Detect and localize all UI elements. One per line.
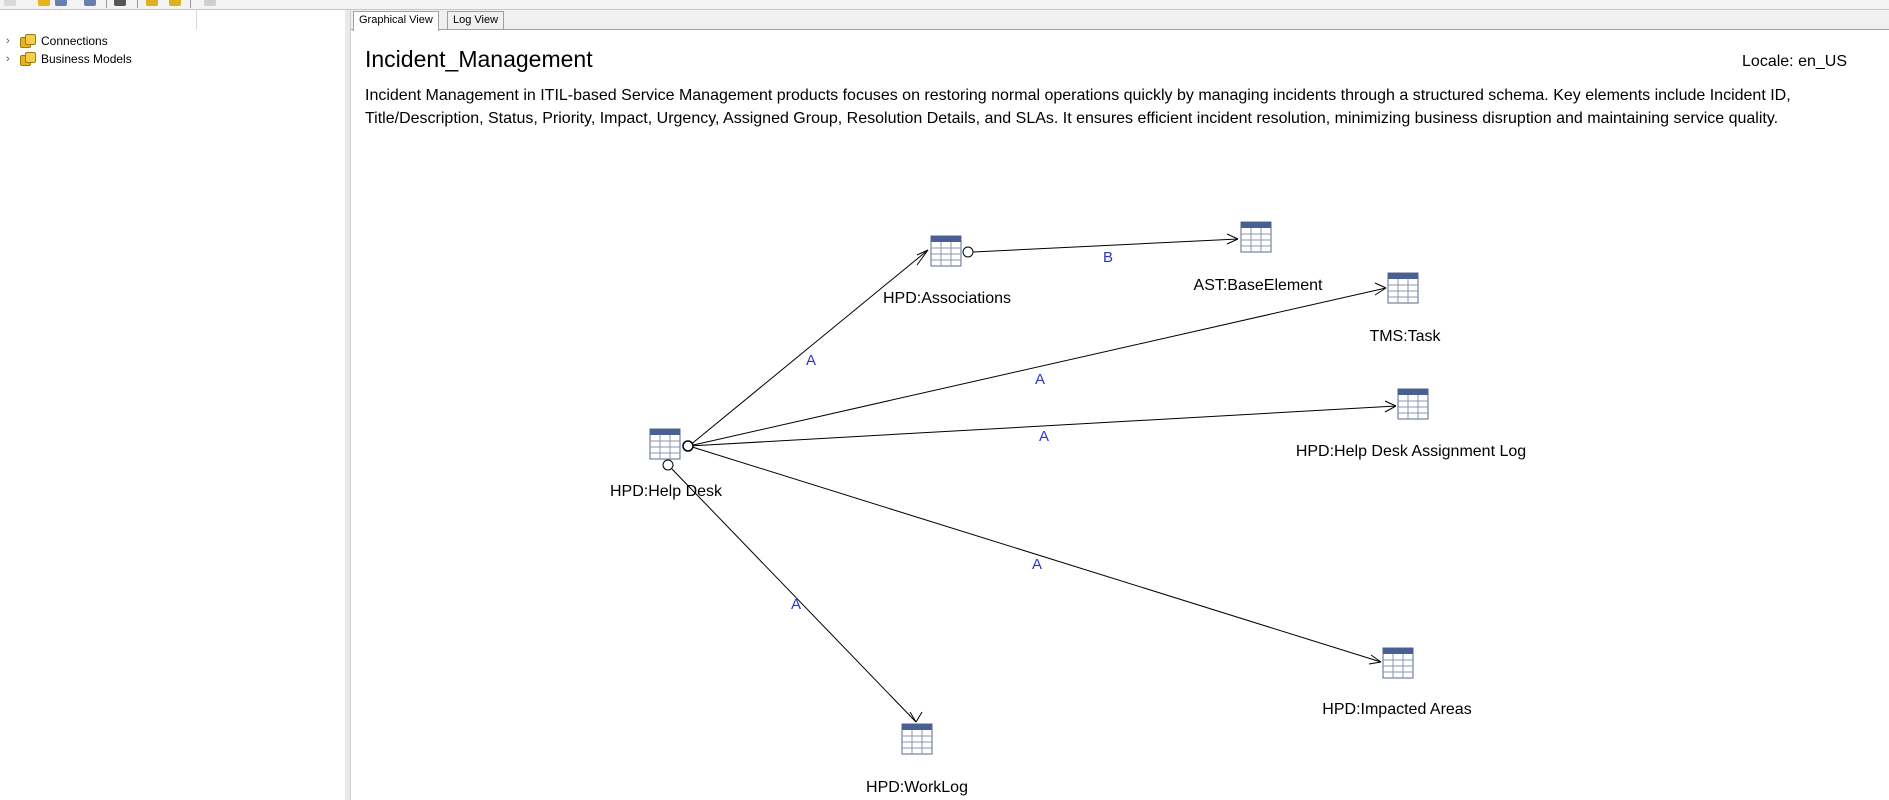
table-node-help-desk[interactable]: HPD:Help Desk <box>610 428 723 500</box>
node-label: HPD:Impacted Areas <box>1322 701 1471 718</box>
table-node-associations[interactable]: HPD:Associations <box>883 235 1011 307</box>
node-label: HPD:Help Desk Assignment Log <box>1296 443 1526 460</box>
model-description: Incident Management in ITIL-based Servic… <box>365 87 1791 127</box>
chevron-right-icon[interactable]: › <box>6 34 10 47</box>
node-label: AST:BaseElement <box>1194 277 1324 294</box>
tab-bar: Graphical View Log View <box>351 10 1889 31</box>
new-icon[interactable] <box>4 0 16 6</box>
undo-icon[interactable] <box>146 0 158 6</box>
table-node-assignment-log[interactable]: HPD:Help Desk Assignment Log <box>1296 388 1526 460</box>
edge-label: B <box>1103 249 1113 266</box>
table-node-impacted-areas[interactable]: HPD:Impacted Areas <box>1322 647 1472 718</box>
tree-item-label: Business Models <box>41 51 132 66</box>
toolbar <box>0 0 1889 10</box>
table-icon <box>901 723 933 755</box>
table-node-base-element[interactable]: AST:BaseElement <box>1194 221 1324 294</box>
table-icon <box>930 235 962 267</box>
print-icon[interactable] <box>114 0 126 6</box>
redo-icon[interactable] <box>169 0 181 6</box>
node-label: HPD:Associations <box>883 290 1011 307</box>
business-models-icon <box>20 51 36 66</box>
splitter[interactable] <box>345 10 351 800</box>
table-node-task[interactable]: TMS:Task <box>1369 272 1442 345</box>
model-view-panel: Graphical View Log View Incident_Managem… <box>351 10 1889 800</box>
model-title: Incident_Management <box>365 46 593 72</box>
edge-label: A <box>806 352 816 369</box>
properties-icon[interactable] <box>204 0 216 6</box>
tree-item-business-models[interactable]: › Business Models <box>6 50 132 67</box>
edge-label: A <box>1039 428 1049 445</box>
panel-divider <box>196 10 197 30</box>
table-icon <box>649 428 681 460</box>
save-icon[interactable] <box>55 0 67 6</box>
toolbar-separator <box>106 0 107 8</box>
node-label: HPD:Help Desk <box>610 483 723 500</box>
toolbar-separator <box>190 0 191 8</box>
edge-helpdesk-associations[interactable] <box>688 249 929 447</box>
locale-label: Locale: en_US <box>1742 53 1847 70</box>
table-icon <box>1387 272 1419 304</box>
edge-label: A <box>1035 371 1045 388</box>
tree-item-label: Connections <box>41 33 108 48</box>
toolbar-separator <box>137 0 138 8</box>
relationship-origin-marker <box>682 440 694 452</box>
edge-label: A <box>791 596 801 613</box>
tab-log-view[interactable]: Log View <box>447 11 505 29</box>
tree-item-connections[interactable]: › Connections <box>6 32 108 49</box>
table-icon <box>1240 221 1272 253</box>
edge-helpdesk-task[interactable] <box>688 282 1387 447</box>
tab-graphical-view[interactable]: Graphical View <box>353 11 439 31</box>
edge-helpdesk-impacted[interactable] <box>688 445 1382 665</box>
connections-icon <box>20 33 36 48</box>
relationship-diagram: A B A A A A HPD:Help Desk HPD:Associatio… <box>610 221 1526 796</box>
save-all-icon[interactable] <box>84 0 96 6</box>
node-label: TMS:Task <box>1369 328 1441 345</box>
table-node-worklog[interactable]: HPD:WorkLog <box>866 723 968 796</box>
edge-label: A <box>1032 556 1042 573</box>
edge-associations-baseelement[interactable] <box>962 233 1239 258</box>
navigator-panel: › Connections › Business Models <box>0 10 346 800</box>
node-label: HPD:WorkLog <box>866 779 968 796</box>
open-icon[interactable] <box>38 0 50 6</box>
table-icon <box>1382 647 1414 679</box>
edge-helpdesk-assignlog[interactable] <box>688 400 1397 447</box>
table-icon <box>1397 388 1429 420</box>
chevron-right-icon[interactable]: › <box>6 52 10 65</box>
edge-helpdesk-worklog[interactable] <box>662 459 923 723</box>
